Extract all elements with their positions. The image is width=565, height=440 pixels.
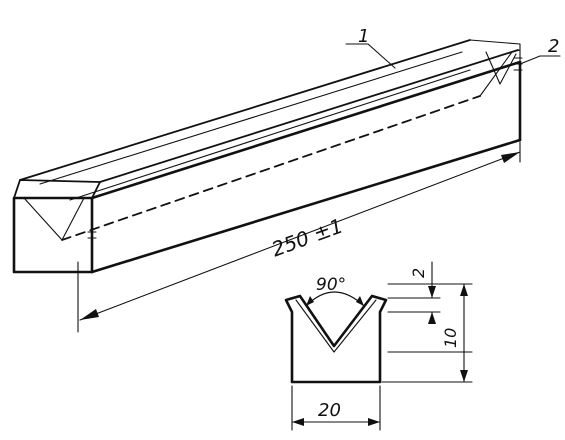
leader-part-1: [345, 43, 396, 69]
width-label: 20: [318, 400, 341, 421]
end-face-v-notch: [23, 197, 85, 241]
part-label-1: 1: [358, 26, 369, 47]
width-arrow-left: [292, 418, 304, 426]
part-label-2: 2: [548, 36, 559, 57]
section-outline: [284, 294, 388, 384]
bar-top-far-edge: [99, 49, 519, 183]
v-valley-line: [61, 95, 481, 241]
far-end-v-notch: [485, 51, 517, 85]
length-arrow-left: [80, 309, 99, 320]
length-arrow-right: [501, 152, 520, 163]
length-dimension-line: [79, 151, 521, 321]
near-end-hatching: [87, 231, 97, 239]
end-top-lip: [13, 179, 101, 199]
depth-arrow-top: [460, 284, 468, 296]
angle-label: 90°: [316, 275, 346, 295]
offset-arrow-bottom: [428, 312, 436, 324]
depth-arrow-bottom: [460, 370, 468, 382]
angle-arrow-right: [356, 296, 364, 306]
bar-bottom-edge: [90, 138, 522, 274]
depth-label: 10: [441, 328, 460, 348]
offset-label: 2: [409, 268, 428, 278]
cross-section: 90° 2 10 20: [284, 261, 473, 431]
width-arrow-right: [368, 418, 380, 426]
length-dimension-label: 250 ±1: [268, 214, 346, 262]
groove-inner-edge: [39, 51, 471, 201]
angle-arrow-left: [306, 296, 314, 306]
offset-arrow-top: [428, 286, 436, 298]
section-inner-v: [295, 299, 377, 353]
bar-top-front-edge: [90, 60, 522, 200]
bar-top-near-edge: [19, 39, 471, 181]
far-end-face: [469, 39, 521, 97]
isometric-bar: [12, 39, 523, 274]
width-extension-lines: [291, 385, 381, 431]
leader-part-2: [519, 55, 561, 65]
section-extension-lines: [381, 283, 473, 383]
bar-end-face: [12, 196, 94, 274]
